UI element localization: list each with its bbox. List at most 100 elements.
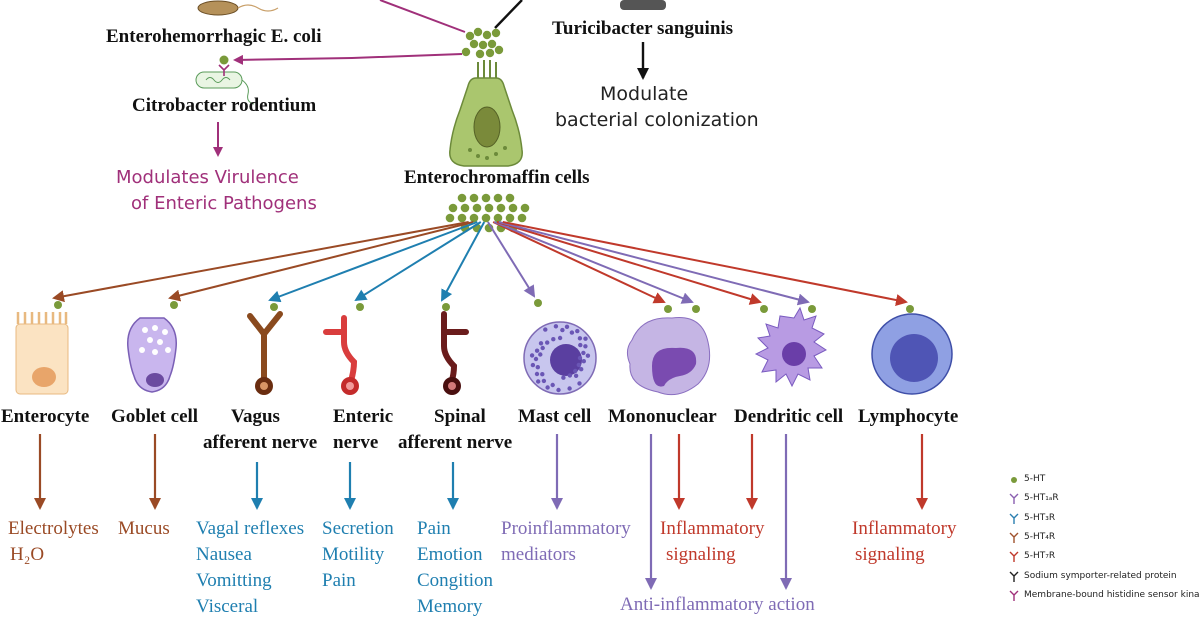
dendritic-cell-icon [754, 306, 827, 388]
serotonin-dot [494, 45, 504, 55]
mast-granule [543, 327, 548, 332]
serotonin-dot [520, 203, 530, 213]
mast-granule [533, 356, 539, 362]
cell-name-vagus-2: afferent nerve [203, 432, 318, 453]
signal-arrows [52, 221, 914, 313]
virulence-label-2: of Enteric Pathogens [131, 193, 317, 214]
cell-name-spinal-2: afferent nerve [398, 432, 513, 453]
serotonin-dot [457, 193, 467, 203]
sodium-symporter-icon [1009, 571, 1019, 582]
mast-granule [581, 350, 586, 356]
mast-granule [536, 379, 541, 384]
cell-name-enterocyte: Enterocyte [1, 406, 90, 427]
cell-name-enteric-1: Enteric [333, 406, 394, 427]
mast-granule [578, 342, 583, 348]
effect-mast-2: mediators [501, 544, 576, 565]
signal-arrow [268, 221, 478, 303]
mast-granule [564, 324, 570, 329]
effect-vagus-2: Nausea [196, 544, 252, 565]
effect-goblet-1: Mucus [118, 518, 170, 539]
effect-arrows [34, 434, 928, 590]
effect-spinal-1: Pain [417, 518, 451, 539]
turicibacter-link-line [494, 0, 523, 29]
receptor-ligand-icon [170, 301, 178, 309]
turicibacter-bacterium-icon [620, 0, 666, 10]
mast-granule [569, 330, 575, 335]
legend-5ht3: 5-HT₃R [1024, 513, 1056, 523]
citrobacter-arrow [233, 53, 463, 65]
mast-granule [567, 373, 573, 378]
spinal-nerve-icon [441, 311, 469, 395]
serotonin-dot [487, 39, 497, 49]
legend-5ht: 5-HT [1024, 474, 1046, 484]
signal-arrow [492, 221, 666, 304]
effect-lymphocyte-1: Inflammatory [852, 518, 957, 539]
mast-granule [577, 381, 582, 386]
mast-granule [529, 353, 535, 358]
cell-name-goblet: Goblet cell [111, 406, 199, 427]
mast-granule [556, 387, 561, 393]
signal-arrow [52, 221, 469, 303]
serotonin-dot [478, 40, 488, 50]
cell-name-enteric-2: nerve [333, 432, 379, 453]
signal-arrow [502, 221, 908, 306]
citrobacter-bacterium-icon [195, 71, 255, 105]
cell-name-mast: Mast cell [518, 406, 592, 427]
effect-vagus-4: Visceral [196, 596, 259, 617]
lymphocyte-icon [871, 313, 953, 395]
legend-icons [1009, 477, 1019, 601]
mast-granule [545, 340, 550, 345]
effect-lymphocyte-2: signaling [855, 544, 925, 565]
mast-granule [551, 337, 556, 342]
enteric-nerve-icon [323, 315, 359, 395]
effect-enterocyte-2: H₂O [10, 544, 45, 565]
serotonin-dot [472, 203, 482, 213]
receptor-ligand-icon [664, 305, 672, 313]
effect-enteric-1: Secretion [322, 518, 394, 539]
effect-vagus-1: Vagal reflexes [196, 518, 305, 539]
serotonin-dot [491, 28, 501, 38]
effect-mononuclear-2: signaling [666, 544, 736, 565]
serotonin-dot [485, 48, 495, 58]
citrobacter-receptor-icon [218, 55, 230, 76]
mast-granule [561, 375, 566, 380]
serotonin-dot [505, 213, 515, 223]
receptor-ligand-icon [54, 301, 62, 309]
serotonin-dot [481, 193, 491, 203]
serotonin-dot [517, 213, 527, 223]
receptor-ligand-icon [760, 305, 768, 313]
serotonin-dot [473, 27, 483, 37]
enterochromaffin-cell-icon [449, 60, 523, 167]
effect-vagus-3: Vomitting [196, 570, 272, 591]
serotonin-dot [469, 193, 479, 203]
mast-granule [573, 368, 578, 374]
mast-granule [583, 344, 588, 349]
mast-granule [530, 362, 536, 368]
receptor-ligand-icon [270, 303, 278, 311]
serotonin-dot [482, 30, 492, 40]
anti-inflammatory-label: Anti-inflammatory action [620, 594, 815, 615]
mast-granule [540, 345, 545, 351]
mast-granule [557, 335, 563, 341]
mast-granule [575, 328, 580, 334]
legend-sodium-symporter: Sodium symporter-related protein [1024, 571, 1177, 581]
signal-arrow [487, 221, 536, 298]
mast-granule [545, 385, 550, 390]
ehec-link-line [379, 0, 466, 33]
mast-granule [538, 352, 543, 357]
effect-enteric-3: Pain [322, 570, 356, 591]
receptor-5ht3-icon [1009, 513, 1019, 524]
serotonin-dot [448, 203, 458, 213]
serotonin-dot [461, 47, 471, 57]
receptor-ligand-icon [356, 303, 364, 311]
effect-enterocyte-1: Electrolytes [8, 518, 99, 539]
mast-granule [577, 336, 583, 341]
mast-granule [583, 336, 588, 341]
effect-mast-1: Proinflammatory [501, 518, 631, 539]
legend-5ht1a: 5-HT₁ₐR [1024, 493, 1059, 503]
mast-granule [550, 382, 555, 388]
modulate-label: Modulate [600, 83, 689, 105]
effect-enteric-2: Motility [322, 544, 385, 565]
mast-granule [534, 371, 540, 377]
